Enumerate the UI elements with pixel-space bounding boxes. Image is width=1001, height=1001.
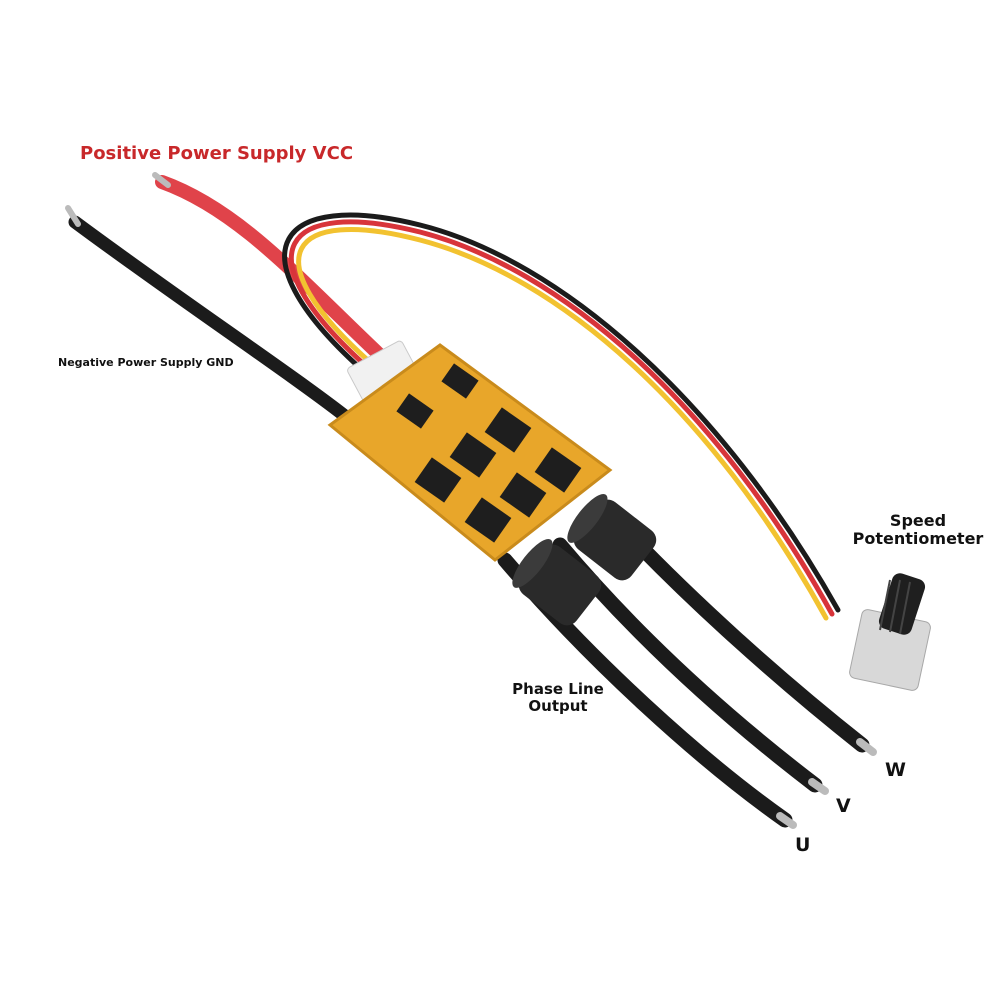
pot-wire-red (288, 219, 835, 617)
vcc-wire-tip (152, 172, 171, 188)
speed-label-line1: Speed (889, 511, 947, 530)
vcc-label: Positive Power Supply VCC (80, 143, 354, 164)
capacitor-1 (512, 539, 602, 626)
speed-label-line2: Potentiometer (852, 528, 984, 548)
phase-label-line2: Output (528, 696, 588, 715)
phase-wire-u-tip (776, 812, 797, 829)
vcc-wire (155, 175, 392, 367)
mosfets (396, 363, 582, 543)
pot-wire-yellow (296, 226, 829, 621)
phase-label-line1: Phase Line (512, 680, 604, 698)
phase-v-label: V (836, 795, 851, 817)
speed-potentiometer-label: Speed Potentiometer (838, 512, 998, 547)
gnd-wire (68, 215, 357, 427)
capacitor-2 (567, 494, 657, 581)
speed-potentiometer (849, 573, 931, 691)
pot-wire-black (282, 212, 841, 613)
phase-wire-w-tip (856, 738, 877, 756)
phase-w-label: W (885, 759, 906, 781)
phase-u-label: U (795, 834, 811, 856)
gnd-label: Negative Power Supply GND (58, 356, 234, 369)
gnd-wire-tip (65, 205, 81, 227)
phase-wire-v-tip (808, 778, 829, 795)
phase-line-label: Phase Line Output (498, 681, 618, 714)
